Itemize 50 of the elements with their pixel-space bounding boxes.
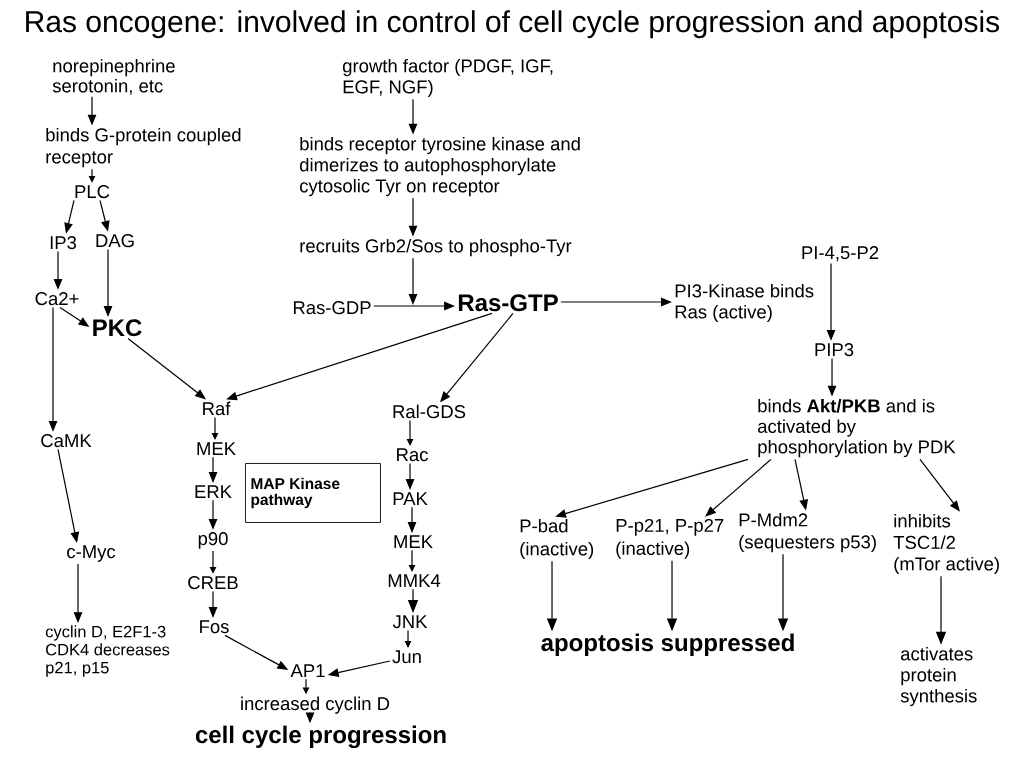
step-text: inhibits TSC1/2 (mTor active) [893, 513, 999, 575]
molecule-label: c-Myc [67, 545, 116, 562]
outcome-label: apoptosis suppressed [541, 633, 794, 656]
outcome-label: cell cycle progression [195, 725, 446, 749]
molecule-label: Ras-GTP [458, 294, 558, 312]
arrow [209, 550, 217, 574]
arrow [705, 458, 772, 517]
step-text: norepinephrine serotonin, etc [52, 58, 175, 95]
step-text: binds receptor tyrosine kinase and dimerizes to autophosphorylate cytosolic Tyr on receptor [300, 136, 580, 197]
step-text: cyclin D, E2F1-3 CDK4 decreases p21, p15 [45, 625, 170, 677]
molecule-label: PIP3 [815, 343, 854, 357]
pathway-box: MAP Kinase pathway [245, 463, 381, 523]
molecule-label: IP3 [50, 236, 77, 250]
step-text: growth factor (PDGF, IGF, EGF, NGF) [343, 58, 553, 98]
molecule-label: Ca2+ [35, 292, 79, 306]
step-text: P-p21, P-p27 (inactive) [616, 518, 724, 559]
step-text: PI3-Kinase binds Ras (active) [675, 283, 814, 323]
arrow [408, 549, 416, 572]
molecule-label: PKC [93, 319, 142, 337]
step-text: P-Mdm2 (sequesters p53) [739, 512, 876, 553]
arrow [211, 416, 219, 440]
step-text: recruits Grb2/Sos to phospho-Tyr [300, 238, 572, 257]
step-text: increased cyclin D [241, 696, 390, 714]
arrow [88, 168, 96, 183]
molecule-label: Rac [397, 448, 428, 462]
molecule-label: PI-4,5-P2 [802, 246, 879, 262]
title: Ras oncogene: involved in control of cell cycle progression and apoptosis [26, 10, 1000, 39]
molecule-label: PLC [75, 185, 110, 199]
molecule-label: PAK [393, 492, 428, 505]
molecule-label: Jun [392, 650, 421, 664]
molecule-label: ERK [195, 485, 232, 498]
molecule-label: JNK [392, 615, 428, 629]
molecule-label: p90 [198, 532, 228, 549]
molecule-label: MEK [197, 442, 236, 455]
molecule-label: Raf [203, 401, 231, 416]
molecule-label: CREB [188, 576, 238, 590]
molecule-label: AP1 [290, 664, 325, 677]
arrow [406, 419, 414, 446]
molecule-label: Ras-GDP [293, 301, 371, 315]
molecule-label: Ral-GDS [393, 404, 466, 419]
molecule-label: CaMK [41, 434, 92, 448]
step-text: activates protein synthesis [900, 646, 977, 707]
molecule-label: Fos [200, 620, 229, 634]
step-text: binds G-protein coupled receptor [46, 127, 241, 168]
molecule-label: MMK4 [388, 574, 441, 587]
step-text: P-bad (inactive) [520, 518, 594, 560]
molecule-label: DAG [96, 234, 134, 248]
molecule-label: MEK [394, 535, 433, 548]
step-text: binds Akt/PKB and is activated by phosphorylation by PDK [758, 398, 956, 458]
arrow [404, 629, 412, 648]
